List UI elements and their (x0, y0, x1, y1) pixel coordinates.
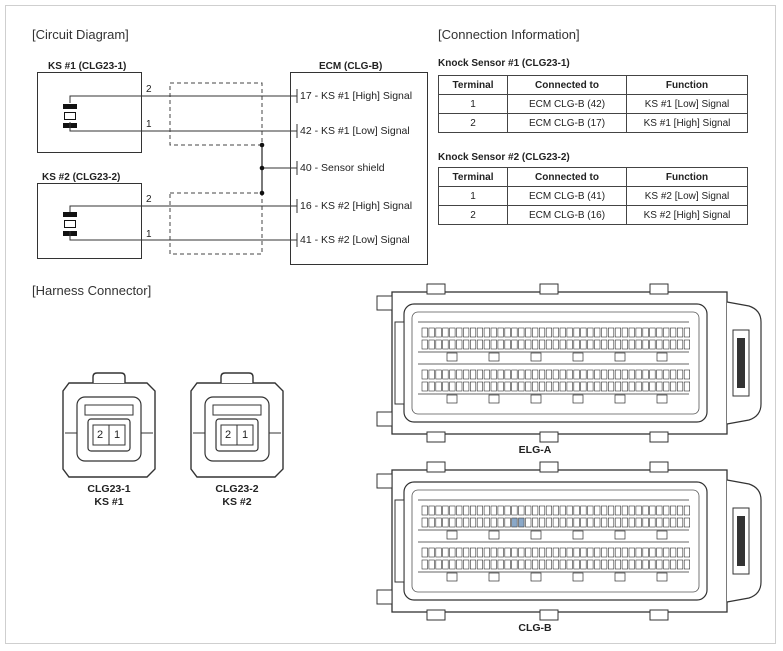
wire-ks2-high (69, 205, 297, 212)
ks1-label: KS #1 (CLG23-1) (48, 61, 127, 72)
clg23-1-caption: CLG23-1 KS #1 (79, 483, 139, 509)
table-header-row: Terminal Connected to Function (438, 75, 748, 95)
table-row: 2 ECM CLG-B (17) KS #1 [High] Signal (438, 113, 748, 133)
ecm-signal-41: 41 - KS #2 [Low] Signal (300, 234, 411, 246)
connection-table-ks2: Terminal Connected to Function 1 ECM CLG… (438, 167, 748, 225)
ecm-label: ECM (CLG-B) (319, 61, 383, 72)
connector-clg23-1-drawing (62, 372, 156, 478)
ks2-pin-2: 2 (146, 194, 152, 205)
clg23-1-sub: KS #1 (94, 496, 124, 508)
connection-table-ks1: Terminal Connected to Function 1 ECM CLG… (438, 75, 748, 133)
ks1-pin-1: 1 (146, 119, 152, 130)
ecm-signal-42: 42 - KS #1 [Low] Signal (300, 125, 411, 137)
wire-ks1-low (69, 122, 297, 132)
ecm-signal-17: 17 - KS #1 [High] Signal (300, 90, 414, 102)
harness-connector-title: [Harness Connector] (32, 283, 152, 298)
ecm-signal-40: 40 - Sensor shield (300, 162, 386, 174)
clg23-1-pin-2: 2 (97, 429, 104, 441)
page-frame (5, 5, 776, 644)
clg23-2-pin-2: 2 (225, 429, 232, 441)
ks2-sensor-box (37, 183, 142, 259)
clg23-2-name: CLG23-2 (215, 483, 259, 495)
clg23-2-sub: KS #2 (222, 496, 252, 508)
table-ks2-caption: Knock Sensor #2 (CLG23-2) (438, 152, 570, 163)
cell-function: KS #1 [High] Signal (626, 113, 748, 133)
clg-b-caption: CLG-B (518, 622, 552, 634)
clg23-1-name: CLG23-1 (87, 483, 131, 495)
table-row: 2 ECM CLG-B (16) KS #2 [High] Signal (438, 205, 748, 225)
wire-ks1-high (69, 95, 297, 103)
shield-junction (259, 190, 265, 196)
clg23-2-pin-1: 1 (242, 429, 249, 441)
ks1-pin-2: 2 (146, 84, 152, 95)
connection-info-title: [Connection Information] (438, 27, 580, 42)
ks1-sensor-box (37, 72, 142, 153)
wire-ks2-low (69, 231, 297, 241)
circuit-diagram-title: [Circuit Diagram] (32, 27, 129, 42)
clg23-2-caption: CLG23-2 KS #2 (207, 483, 267, 509)
cell-connected-to: ECM CLG-B (16) (507, 205, 627, 225)
shield-junction (259, 142, 265, 148)
ecm-signal-16: 16 - KS #2 [High] Signal (300, 200, 414, 212)
table-ks1-caption: Knock Sensor #1 (CLG23-1) (438, 58, 570, 69)
ks2-label: KS #2 (CLG23-2) (42, 172, 121, 183)
table-row: 1 ECM CLG-B (41) KS #2 [Low] Signal (438, 186, 748, 206)
clg23-1-pin-1: 1 (114, 429, 121, 441)
shield-box-ks2 (169, 192, 263, 255)
cell-function: KS #2 [High] Signal (626, 205, 748, 225)
shield-box-ks1 (169, 82, 263, 146)
shield-junction (259, 165, 265, 171)
cell-terminal: 2 (438, 205, 508, 225)
elg-a-caption: ELG-A (518, 444, 552, 456)
connector-clg23-2-drawing (190, 372, 284, 478)
ks2-pin-1: 1 (146, 229, 152, 240)
